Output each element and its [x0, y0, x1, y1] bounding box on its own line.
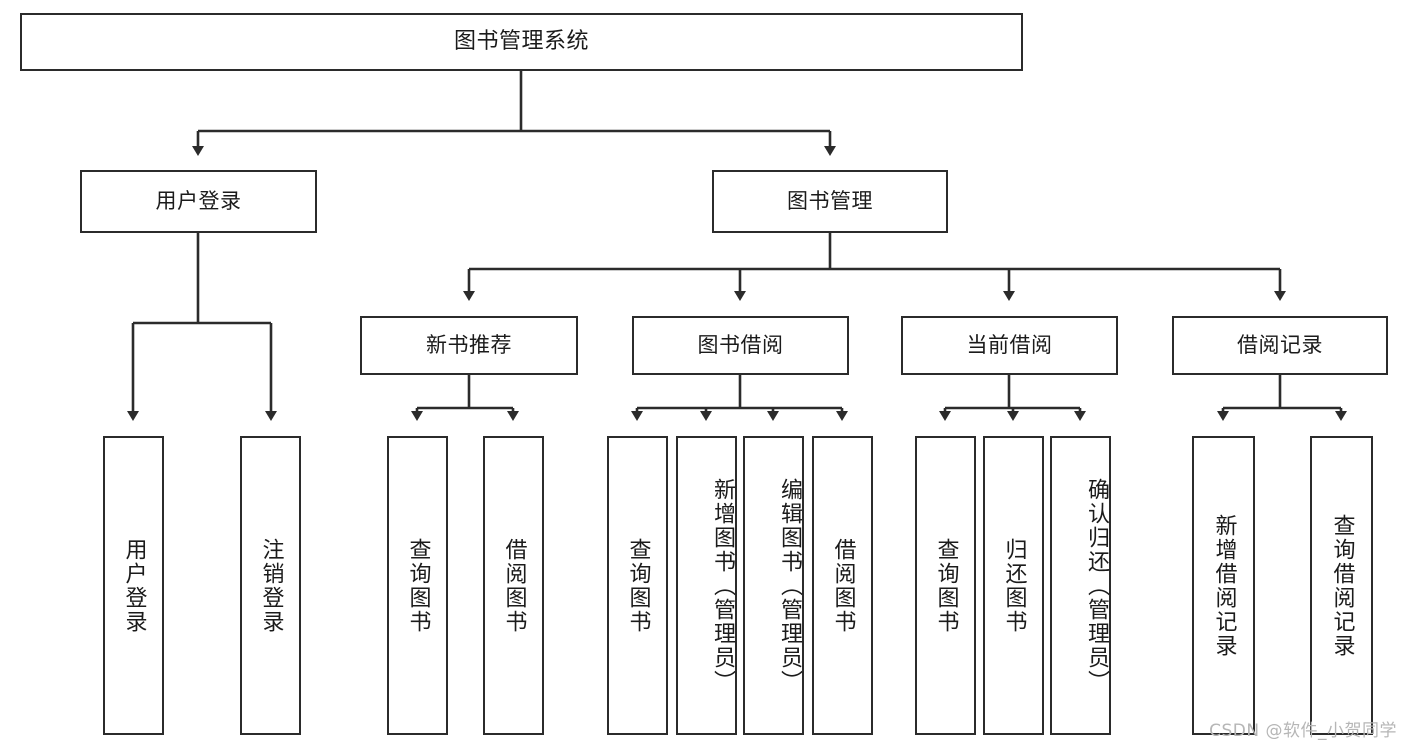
leaf-add-borrow-record[interactable]: 新增借阅记录 [1192, 436, 1255, 735]
leaf-query-book-recommend[interactable]: 查询图书 [387, 436, 448, 735]
leaf-query-borrow-record[interactable]: 查询借阅记录 [1310, 436, 1373, 735]
node-current-borrow[interactable]: 当前借阅 [901, 316, 1118, 375]
leaf-query-book-current[interactable]: 查询图书 [915, 436, 976, 735]
node-book-manage[interactable]: 图书管理 [712, 170, 948, 233]
leaf-borrow-book[interactable]: 借阅图书 [812, 436, 873, 735]
node-root[interactable]: 图书管理系统 [20, 13, 1023, 71]
leaf-logout[interactable]: 注销登录 [240, 436, 301, 735]
leaf-confirm-return[interactable]: 确认归还（管理员） [1050, 436, 1111, 735]
leaf-add-book[interactable]: 新增图书（管理员） [676, 436, 737, 735]
leaf-edit-book[interactable]: 编辑图书（管理员） [743, 436, 804, 735]
leaf-borrow-book-recommend[interactable]: 借阅图书 [483, 436, 544, 735]
leaf-user-login[interactable]: 用户登录 [103, 436, 164, 735]
node-borrow-record[interactable]: 借阅记录 [1172, 316, 1388, 375]
watermark: CSDN @软件_小贺同学 [1209, 721, 1397, 741]
leaf-query-book-borrow[interactable]: 查询图书 [607, 436, 668, 735]
node-user-login[interactable]: 用户登录 [80, 170, 317, 233]
leaf-return-book[interactable]: 归还图书 [983, 436, 1044, 735]
node-new-book-recommend[interactable]: 新书推荐 [360, 316, 578, 375]
node-book-borrow[interactable]: 图书借阅 [632, 316, 849, 375]
